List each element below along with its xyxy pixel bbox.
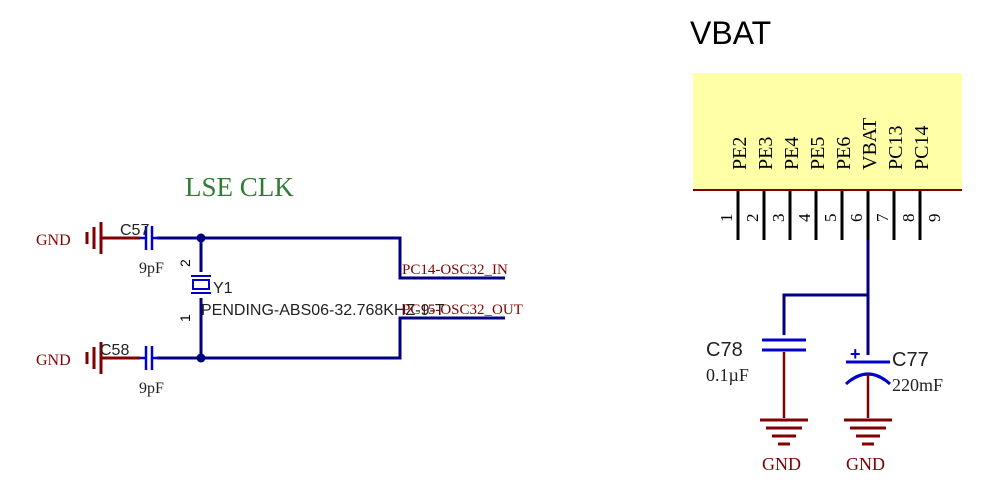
gnd-symbol-c77 — [844, 418, 892, 446]
y1-pin-2: 2 — [177, 259, 193, 267]
ic-pin-numbers: 1 2 3 4 5 6 7 8 9 — [717, 213, 944, 222]
vbat-wires — [782, 240, 870, 355]
net-label-pc15-osc32-out: PC15-OSC32_OUT — [402, 302, 523, 318]
c57-value: 9pF — [139, 260, 164, 277]
pin-num-3: 3 — [769, 214, 788, 223]
wire-c78-top — [782, 293, 868, 335]
pin-num-5: 5 — [821, 214, 840, 223]
c58-value: 9pF — [139, 380, 164, 397]
capacitor-c58 — [140, 346, 158, 370]
y1-ref: Y1 — [213, 280, 233, 297]
gnd-symbol-c78 — [760, 418, 808, 446]
crystal-y1-symbol — [191, 275, 211, 294]
pin-name-2: PE3 — [755, 137, 777, 170]
junction-bottom — [196, 353, 206, 363]
ic-body — [693, 73, 962, 190]
pin-num-4: 4 — [795, 213, 814, 222]
pin-num-6: 6 — [847, 214, 866, 223]
lse-title: LSE CLK — [185, 172, 294, 202]
c78-value: 0.1µF — [706, 365, 749, 385]
c77-value: 220mF — [892, 375, 943, 395]
pin-num-8: 8 — [899, 214, 918, 223]
c77-ref: C77 — [892, 349, 929, 371]
wire-net-in — [157, 236, 505, 280]
ic-pin-lines — [736, 191, 922, 240]
pin-name-4: PE5 — [807, 137, 829, 170]
lse-wires — [157, 236, 505, 360]
c78-ref: C78 — [706, 339, 743, 361]
ic-pin-names: PE2 PE3 PE4 PE5 PE6 VBAT PC13 PC14 — [729, 118, 933, 170]
pin-num-1: 1 — [717, 214, 736, 223]
pin-num-9: 9 — [925, 214, 944, 223]
pin-name-1: PE2 — [729, 137, 751, 170]
gnd-label-bottom: GND — [36, 352, 71, 369]
gnd-symbol-top — [85, 222, 140, 254]
pin-num-7: 7 — [873, 213, 892, 222]
c77-polarity-plus: + — [850, 344, 861, 364]
net-label-pc14-osc32-in: PC14-OSC32_IN — [402, 262, 508, 278]
gnd-label-c77: GND — [846, 454, 885, 474]
pin-name-7: PC13 — [885, 126, 907, 170]
c57-ref: C57 — [120, 222, 149, 239]
capacitor-c78 — [762, 338, 806, 352]
pin-num-2: 2 — [743, 214, 762, 223]
y1-part-number: PENDING-ABS06-32.768KHZ-9-T — [201, 302, 445, 319]
capacitor-c57 — [140, 226, 158, 250]
pin-name-5: PE6 — [833, 137, 855, 170]
c58-ref: C58 — [100, 342, 129, 359]
wire-net-out — [157, 316, 505, 360]
junction-top — [196, 233, 206, 243]
pin-name-6: VBAT — [859, 118, 881, 170]
y1-pin-1: 1 — [177, 314, 193, 322]
gnd-label-top: GND — [36, 232, 71, 249]
gnd-symbol-bottom — [85, 342, 140, 374]
pin-name-8: PC14 — [911, 126, 933, 170]
vbat-title: VBAT — [690, 15, 771, 51]
gnd-label-c78: GND — [762, 454, 801, 474]
pin-name-3: PE4 — [781, 137, 803, 170]
